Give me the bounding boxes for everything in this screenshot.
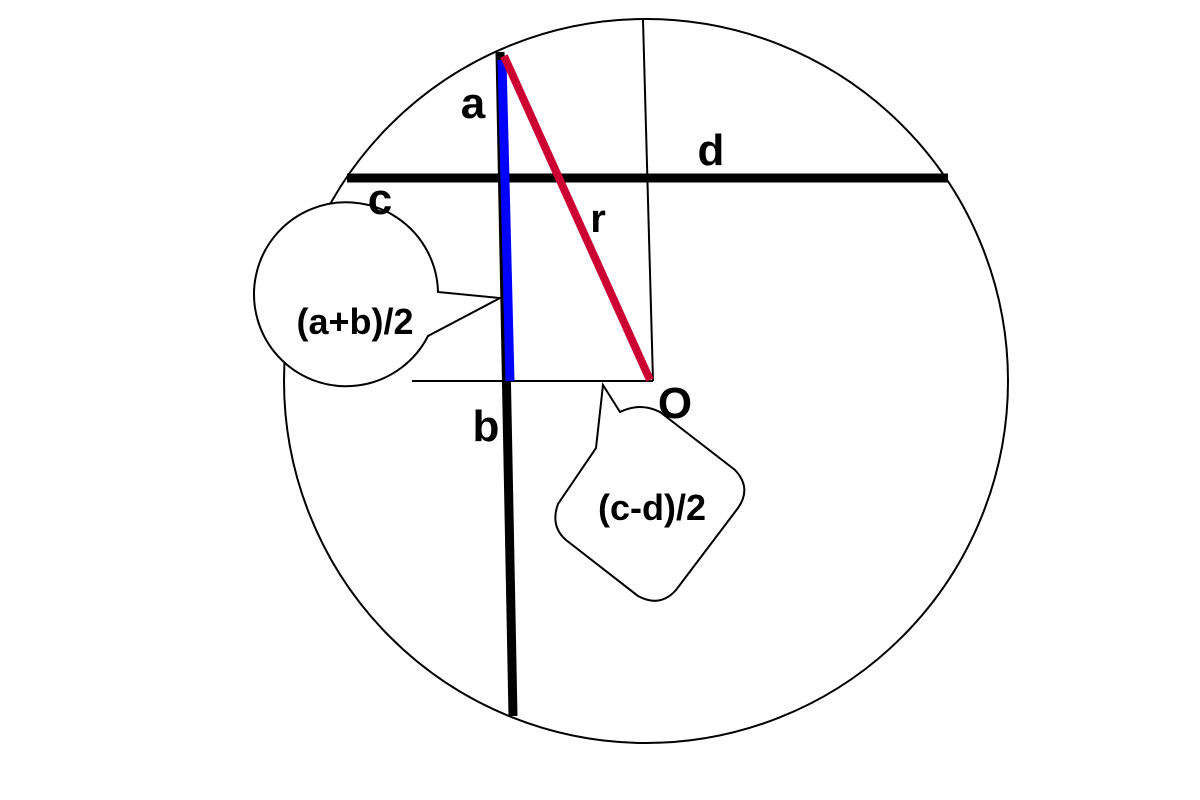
half-sum-callout-text: (a+b)/2 [296,301,413,342]
label-a: a [461,79,486,128]
label-r: r [590,197,606,241]
half-diff-callout-text: (c-d)/2 [598,487,706,528]
half-sum-segment [497,59,515,382]
label-d: d [698,126,725,175]
main-circle [283,18,1009,744]
label-o: O [658,379,692,428]
half-sum-callout-bubble [253,201,504,388]
radius-line [500,54,654,382]
half-diff-callout-bubble [554,382,746,602]
label-b: b [473,402,500,451]
center-vertical-line [642,19,654,382]
label-c: c [368,175,392,224]
